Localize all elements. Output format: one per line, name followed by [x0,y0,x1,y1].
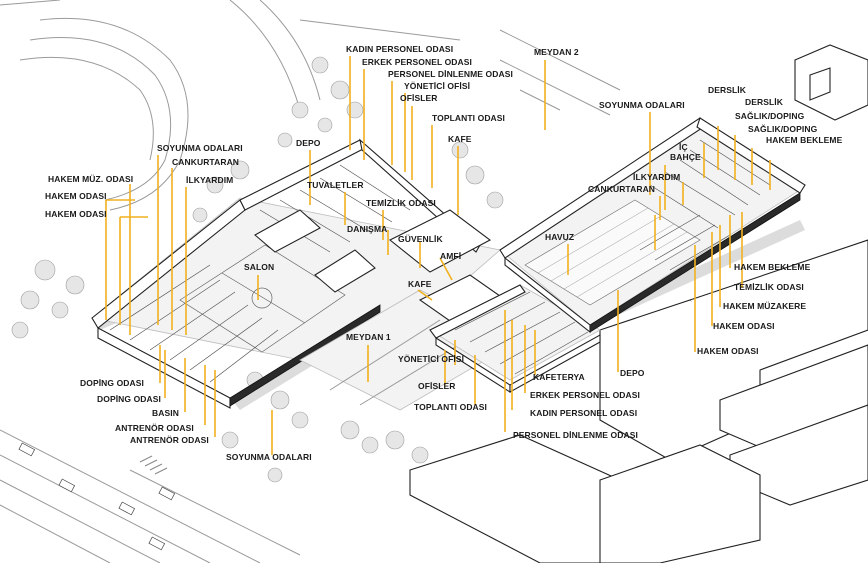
label-cankurtaran-right: CANKURTARAN [588,184,655,194]
label-guvenlik: GÜVENLİK [398,234,443,244]
label-soyunma-odalari-left: SOYUNMA ODALARI [157,143,243,153]
label-depo-left: DEPO [296,138,321,148]
label-depo-right: DEPO [620,368,645,378]
label-kafe-center: KAFE [408,279,432,289]
label-hakem-odasi-right-1: HAKEM ODASI [713,321,775,331]
label-saglik-doping-2: SAĞLIK/DOPING [748,123,818,134]
label-erkek-personel-odasi-bottom: ERKEK PERSONEL ODASI [530,390,640,400]
leader-lines [105,56,771,455]
trees [11,56,504,483]
label-salon: SALON [244,262,274,272]
label-havuz: HAVUZ [545,232,574,242]
label-meydan-2: MEYDAN 2 [534,47,579,57]
label-ofisler-bottom: OFİSLER [418,381,456,391]
label-hakem-muzakere: HAKEM MÜZAKERE [723,301,806,311]
label-cankurtaran-left: CANKURTARAN [172,157,239,167]
label-yonetici-ofisi-bottom: YÖNETİCİ OFİSİ [398,354,464,364]
label-toplanti-odasi-bottom: TOPLANTI ODASI [414,402,487,412]
label-temizlik-odasi-right: TEMİZLİK ODASI [734,282,804,292]
labels: KADIN PERSONEL ODASI ERKEK PERSONEL ODAS… [45,44,843,462]
label-tuvaletler: TUVALETLER [307,180,364,190]
label-danisma: DANIŞMA [347,224,387,234]
label-amfi: AMFİ [440,251,461,261]
label-hakem-bekleme-right: HAKEM BEKLEME [734,262,811,272]
label-erkek-personel-odasi-top: ERKEK PERSONEL ODASI [362,57,472,67]
label-temizlik-odasi-center: TEMİZLİK ODASI [366,198,436,208]
label-hakem-odasi-left-1: HAKEM ODASI [45,191,107,201]
label-antrenor-odasi-1: ANTRENÖR ODASI [115,423,194,433]
label-personel-dinlenme-odasi-bottom: PERSONEL DİNLENME ODASI [513,430,638,440]
label-hakem-odasi-left-2: HAKEM ODASI [45,209,107,219]
label-kadin-personel-odasi-bottom: KADIN PERSONEL ODASI [530,408,637,418]
label-derslik-1: DERSLİK [708,85,747,95]
label-antrenor-odasi-2: ANTRENÖR ODASI [130,435,209,445]
label-toplanti-odasi-top: TOPLANTI ODASI [432,113,505,123]
label-hakem-bekleme-top: HAKEM BEKLEME [766,135,843,145]
label-personel-dinlenme-odasi-top: PERSONEL DİNLENME ODASI [388,69,513,79]
label-ilkyardim-left: İLKYARDIM [186,175,233,185]
label-hakem-muz-odasi: HAKEM MÜZ. ODASI [48,174,133,184]
label-soyunma-odalari-right: SOYUNMA ODALARI [599,100,685,110]
label-doping-odasi-1: DOPİNG ODASI [80,378,144,388]
label-kafeterya: KAFETERYA [533,372,585,382]
label-basin: BASIN [152,408,179,418]
label-yonetici-ofisi-top: YÖNETİCİ OFİSİ [404,81,470,91]
label-derslik-2: DERSLİK [745,97,784,107]
label-saglik-doping-1: SAĞLIK/DOPING [735,110,805,121]
label-soyunma-odalari-bottom: SOYUNMA ODALARI [226,452,312,462]
label-meydan-1: MEYDAN 1 [346,332,391,342]
label-hakem-odasi-right-2: HAKEM ODASI [697,346,759,356]
label-ofisler-top: OFİSLER [400,93,438,103]
label-ilkyardim-right: İLKYARDIM [633,172,680,182]
label-kadin-personel-odasi-top: KADIN PERSONEL ODASI [346,44,453,54]
label-kafe-top: KAFE [448,134,472,144]
label-doping-odasi-2: DOPİNG ODASI [97,394,161,404]
